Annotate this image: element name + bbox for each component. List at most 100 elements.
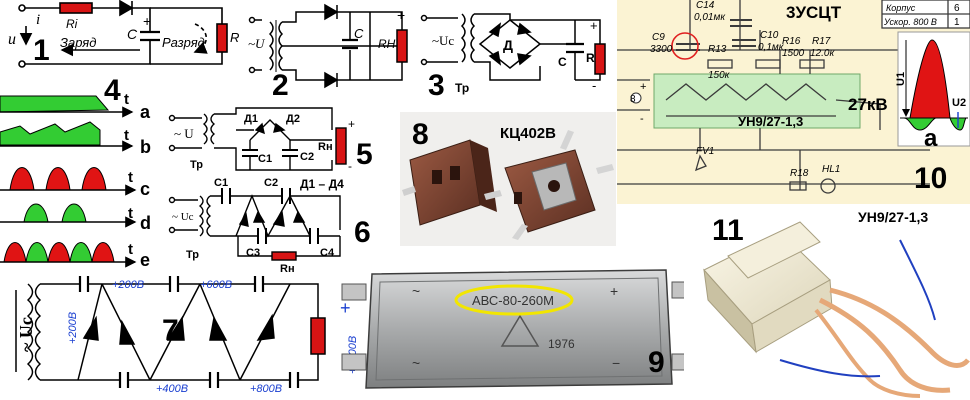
- p3-c-label: C: [558, 55, 567, 69]
- p8-title: КЦ402В: [500, 125, 556, 142]
- p6-c2-label: C2: [264, 177, 278, 189]
- p3-source-label: ~Uc: [432, 33, 454, 48]
- panel-number-3: 3: [428, 69, 445, 102]
- panel-number-4: 4: [104, 74, 121, 107]
- p5-plus: +: [348, 117, 355, 131]
- p10-plus: +: [640, 81, 646, 93]
- p7-plus: +: [340, 298, 351, 318]
- p10-multiplier: УН9/27-1,3: [738, 114, 803, 129]
- p7-v200a-label: +200B: [112, 279, 144, 291]
- p3-r-label: R: [586, 51, 595, 65]
- p6-c4-label: C4: [320, 247, 335, 259]
- p10-hl1: HL1: [822, 164, 840, 175]
- panel-1-rc-circuit: [18, 0, 228, 68]
- p10-eight: 8: [630, 94, 636, 105]
- p5-rn-label: Rн: [318, 141, 333, 153]
- p7-v200b-label: +200B: [67, 312, 79, 344]
- p1-c-label: C: [127, 26, 138, 42]
- panel-4-waveforms: [0, 95, 137, 268]
- panel-3-bridge-rectifier: [420, 13, 606, 81]
- p3-minus: -: [592, 78, 596, 93]
- p5-minus: -: [348, 159, 352, 173]
- p10-r13: R13: [708, 44, 727, 55]
- panel-5-voltage-doubler: [168, 107, 347, 171]
- p1-u-label: u: [8, 31, 16, 48]
- p10-c9: C9: [652, 32, 665, 43]
- panel-8-kc402v-photo: [400, 112, 616, 246]
- p6-c3-label: C3: [246, 247, 260, 259]
- p4-t-d: t: [128, 205, 133, 222]
- panel-10-tv-hv-schematic: [617, 0, 970, 204]
- p4-row-b: b: [140, 137, 151, 157]
- p10-kv: 27кВ: [848, 95, 888, 114]
- p10-c9v: 3300: [650, 44, 673, 55]
- panel-number-10: 10: [914, 162, 947, 195]
- discharge-arrow: [193, 23, 208, 54]
- p4-t-e: t: [128, 241, 133, 258]
- p10-accel-v: 1: [954, 17, 960, 28]
- resistor-r: [216, 23, 228, 53]
- p10-r17v: 12.0к: [810, 48, 835, 59]
- p10-u2: U2: [952, 97, 966, 109]
- p11-label: УН9/27-1,3: [858, 209, 928, 225]
- p6-source-label: ~ Uc: [172, 211, 194, 223]
- p5-c1-label: C1: [258, 153, 272, 165]
- p5-d2-label: Д2: [286, 113, 300, 125]
- p5-c2-label: C2: [300, 151, 314, 163]
- p4-row-e: e: [140, 250, 150, 270]
- p10-c10v: 0,1мк: [758, 42, 785, 53]
- capacitor-c: [140, 30, 160, 42]
- p10-title: 3УСЦТ: [786, 3, 842, 22]
- p5-d1-label: Д1: [244, 113, 258, 125]
- p10-u1: U1: [895, 72, 907, 86]
- p10-r13v: 150к: [708, 70, 731, 81]
- p9-minus: −: [612, 355, 620, 371]
- p2-source-label: ~U: [248, 36, 266, 51]
- p10-body-v: 6: [954, 3, 960, 14]
- p1-charge-label: Заряд: [60, 35, 96, 50]
- p5-tr-label: Тр: [190, 159, 203, 171]
- p1-r-label: R: [230, 30, 239, 45]
- panel-number-6: 6: [354, 216, 371, 249]
- panel-7-multiplier-ladder: [15, 276, 326, 388]
- p10-accel: Ускор. 800 В: [883, 17, 937, 27]
- panel-number-1: 1: [33, 34, 50, 67]
- p10-body: Корпус: [886, 3, 916, 13]
- p1-ri-label: Ri: [66, 17, 78, 31]
- panel-number-2: 2: [272, 69, 289, 102]
- diode-1: [119, 0, 134, 17]
- panel-2-center-tap-rectifier: [248, 3, 408, 89]
- p9-marking: АВС-80-260М: [472, 293, 554, 308]
- p9-tilde-2: ~: [412, 355, 420, 371]
- panel-6-voltage-quadrupler: [168, 188, 341, 261]
- p10-c14: C14: [696, 0, 715, 11]
- panel-number-5: 5: [356, 138, 373, 171]
- p7-v400-label: +400B: [156, 383, 188, 395]
- p4-row-c: c: [140, 179, 150, 199]
- p9-year: 1976: [548, 337, 575, 351]
- p6-tr-label: Тр: [186, 249, 199, 261]
- p10-r16v: 1500: [782, 48, 805, 59]
- p7-v800-label: +800B: [250, 383, 282, 395]
- p9-tilde-1: ~: [412, 283, 420, 299]
- panel-number-9: 9: [648, 346, 665, 379]
- p2-plus: +: [397, 7, 405, 23]
- resistor-ri: [59, 2, 93, 14]
- p5-source-label: ~ U: [174, 126, 194, 141]
- p1-plus: +: [143, 13, 151, 29]
- p10-fv1: FV1: [696, 146, 714, 157]
- p3-tr-label: Тр: [455, 81, 469, 95]
- p2-rh-label: RH: [378, 37, 396, 51]
- p3-bridge-label: Д: [503, 37, 513, 53]
- p6-rn-label: Rн: [280, 263, 295, 275]
- panel-number-8: 8: [412, 118, 429, 151]
- p6-c1-label: C1: [214, 177, 228, 189]
- p4-t-a: t: [124, 91, 129, 108]
- p6-d14-label: Д1 – Д4: [300, 177, 344, 191]
- p1-discharge-label: Разряд: [162, 35, 205, 50]
- p4-row-a: a: [140, 102, 151, 122]
- p10-c10: C10: [760, 30, 779, 41]
- p3-plus: +: [590, 18, 598, 33]
- p1-i-label: i: [36, 12, 40, 28]
